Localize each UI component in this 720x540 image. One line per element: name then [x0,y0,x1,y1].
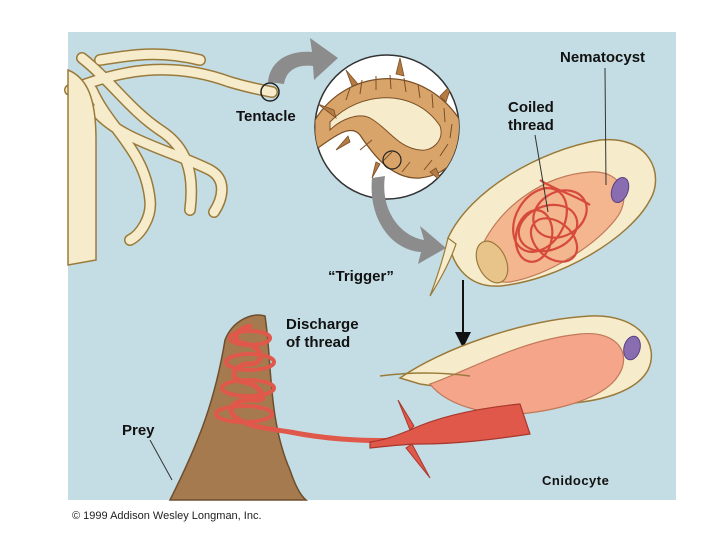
hydra-tentacles [64,48,278,246]
label-trigger: “Trigger” [328,268,394,285]
label-nematocyst: Nematocyst [560,49,646,66]
hydra-body [67,68,97,266]
magnify-arrow [268,38,338,84]
cnidocyte-discharged [369,315,653,479]
zoom-arrow [371,176,446,264]
magnified-tentacle [314,54,460,200]
label-tentacle: Tentacle [236,108,296,125]
leader-lines [149,67,607,481]
label-coiled-line1: Coiled [508,99,554,116]
discharged-thread [214,323,401,444]
cnidocyte-undischarged [429,138,657,297]
label-discharge-line1: Discharge [286,316,359,333]
copyright-notice: © 1999 Addison Wesley Longman, Inc. [72,510,262,522]
label-prey: Prey [122,422,155,439]
label-coiled-line2: thread [508,117,554,134]
tentacle-highlight-circle [260,82,280,102]
label-discharge-line2: of thread [286,334,351,351]
label-cnidocyte: Cnidocyte [542,473,610,488]
